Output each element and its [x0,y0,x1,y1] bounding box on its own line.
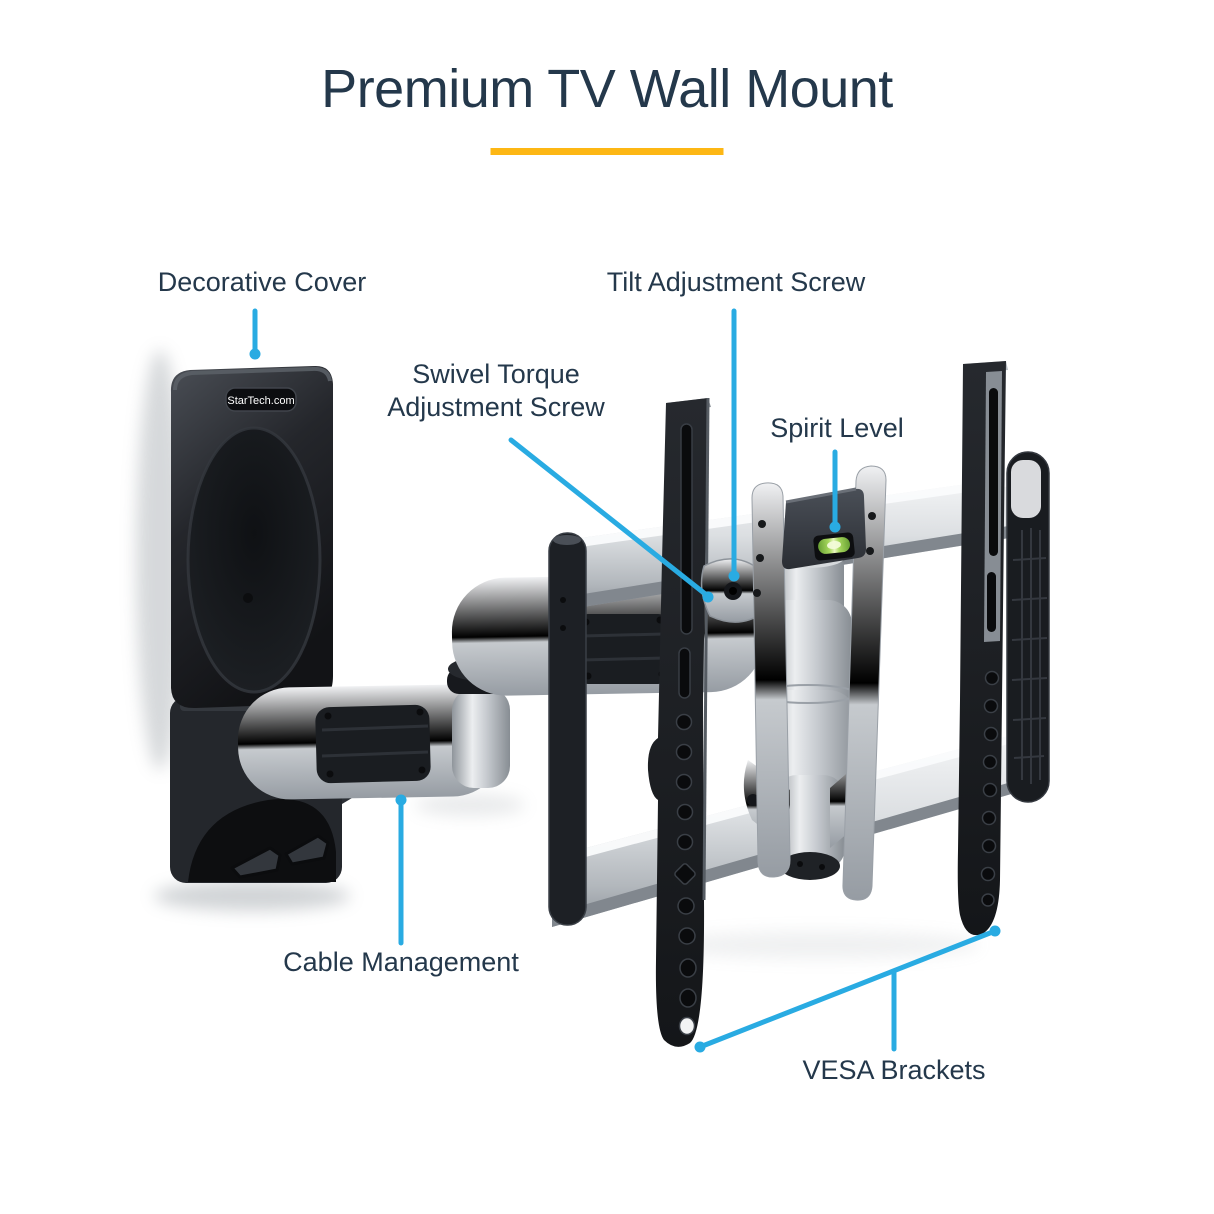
rail-end-cap-right-mesh [1006,451,1050,803]
callout-line-spirit-level [829,449,841,533]
label-spirit-level: Spirit Level [770,413,904,443]
spirit-level-vial [813,532,855,561]
head-frame [751,465,887,901]
label-tilt-adjustment-screw: Tilt Adjustment Screw [606,267,866,297]
callout-lines [249,308,1001,1053]
callout-line-tilt-adjustment [728,308,740,582]
label-vesa-brackets: VESA Brackets [802,1055,986,1085]
spirit-level-cap [782,487,866,570]
vesa-bracket-left [647,397,711,1047]
decorative-cover-shape: StarTech.com [170,365,333,709]
vesa-bracket-right [957,361,1008,936]
title-underline-accent [490,148,724,155]
callout-line-decorative-cover [249,308,261,360]
startech-logo: StarTech.com [227,395,294,407]
callout-line-cable-management [395,794,407,946]
callout-line-swivel-torque [508,437,714,603]
label-swivel-torque-adjustment-screw: Swivel Torque Adjustment Screw [387,359,605,422]
label-cable-management: Cable Management [283,947,519,977]
rail-end-cap-left [548,532,587,926]
page-title: Premium TV Wall Mount [321,59,893,119]
articulating-arm-lower [237,684,505,800]
callout-line-vesa-brackets [694,925,1001,1053]
label-decorative-cover: Decorative Cover [157,267,367,297]
